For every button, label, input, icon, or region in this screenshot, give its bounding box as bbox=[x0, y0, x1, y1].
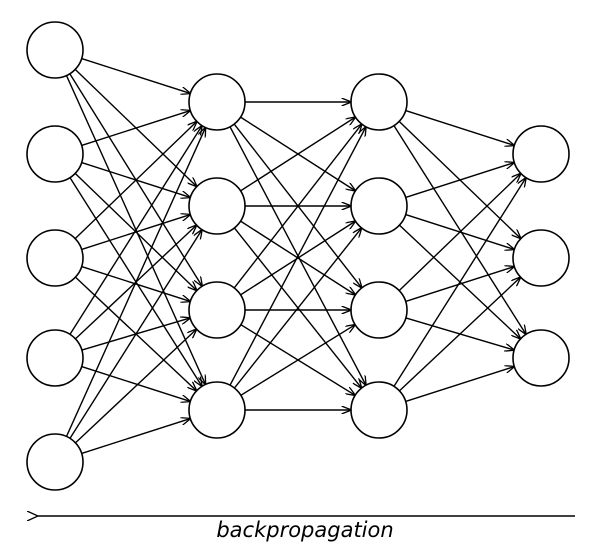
connection-hidden-2-3-to-output-1 bbox=[398, 173, 521, 292]
connection-input-3-to-hidden-1-3 bbox=[81, 265, 191, 302]
connection-input-5-to-hidden-1-1 bbox=[65, 128, 205, 437]
hidden-1-neuron-1 bbox=[188, 73, 246, 131]
output-neuron-1 bbox=[512, 125, 570, 183]
input-neuron-4 bbox=[26, 329, 84, 387]
connection-hidden-1-4-to-hidden-2-2 bbox=[233, 228, 361, 389]
connection-hidden-1-4-to-hidden-2-1 bbox=[229, 127, 366, 386]
connection-input-2-to-hidden-1-1 bbox=[81, 111, 191, 147]
connection-hidden-2-1-to-output-3 bbox=[393, 125, 526, 335]
hidden-2-neuron-1 bbox=[350, 73, 408, 131]
connection-hidden-2-2-to-output-1 bbox=[405, 163, 515, 199]
connection-hidden-2-4-to-output-1 bbox=[393, 178, 526, 387]
hidden-1-neuron-4 bbox=[188, 381, 246, 439]
connection-hidden-1-4-to-hidden-2-3 bbox=[240, 325, 355, 396]
output-neuron-2 bbox=[512, 229, 570, 287]
hidden-2-neuron-3 bbox=[350, 281, 408, 339]
input-neuron-2 bbox=[26, 125, 84, 183]
input-neuron-3 bbox=[26, 229, 84, 287]
connection-hidden-2-1-to-output-1 bbox=[405, 109, 515, 146]
connection-input-4-to-hidden-1-1 bbox=[69, 126, 202, 335]
connection-hidden-2-4-to-output-3 bbox=[405, 367, 515, 403]
connection-hidden-1-3-to-hidden-2-2 bbox=[240, 221, 356, 296]
connection-input-1-to-hidden-1-1 bbox=[81, 57, 191, 94]
neurons bbox=[26, 21, 570, 491]
connection-input-5-to-hidden-1-4 bbox=[81, 419, 191, 455]
connections bbox=[65, 57, 526, 455]
connection-input-5-to-hidden-1-3 bbox=[74, 329, 196, 444]
input-neuron-1 bbox=[26, 21, 84, 79]
connection-input-4-to-hidden-1-4 bbox=[81, 365, 191, 402]
connection-hidden-2-3-to-output-2 bbox=[405, 267, 515, 303]
hidden-2-neuron-4 bbox=[350, 381, 408, 439]
connection-input-5-to-hidden-1-2 bbox=[69, 230, 202, 439]
connection-input-3-to-hidden-1-1 bbox=[74, 121, 197, 240]
connection-input-3-to-hidden-1-2 bbox=[81, 215, 191, 251]
hidden-2-neuron-2 bbox=[350, 177, 408, 235]
hidden-1-neuron-3 bbox=[188, 281, 246, 339]
backpropagation-label: backpropagation bbox=[216, 518, 394, 542]
connection-hidden-1-3-to-hidden-2-1 bbox=[233, 124, 362, 289]
hidden-1-neuron-2 bbox=[188, 177, 246, 235]
output-neuron-3 bbox=[512, 329, 570, 387]
input-neuron-5 bbox=[26, 433, 84, 491]
connection-hidden-1-2-to-hidden-2-1 bbox=[240, 117, 356, 192]
connection-hidden-2-4-to-output-2 bbox=[398, 277, 520, 392]
